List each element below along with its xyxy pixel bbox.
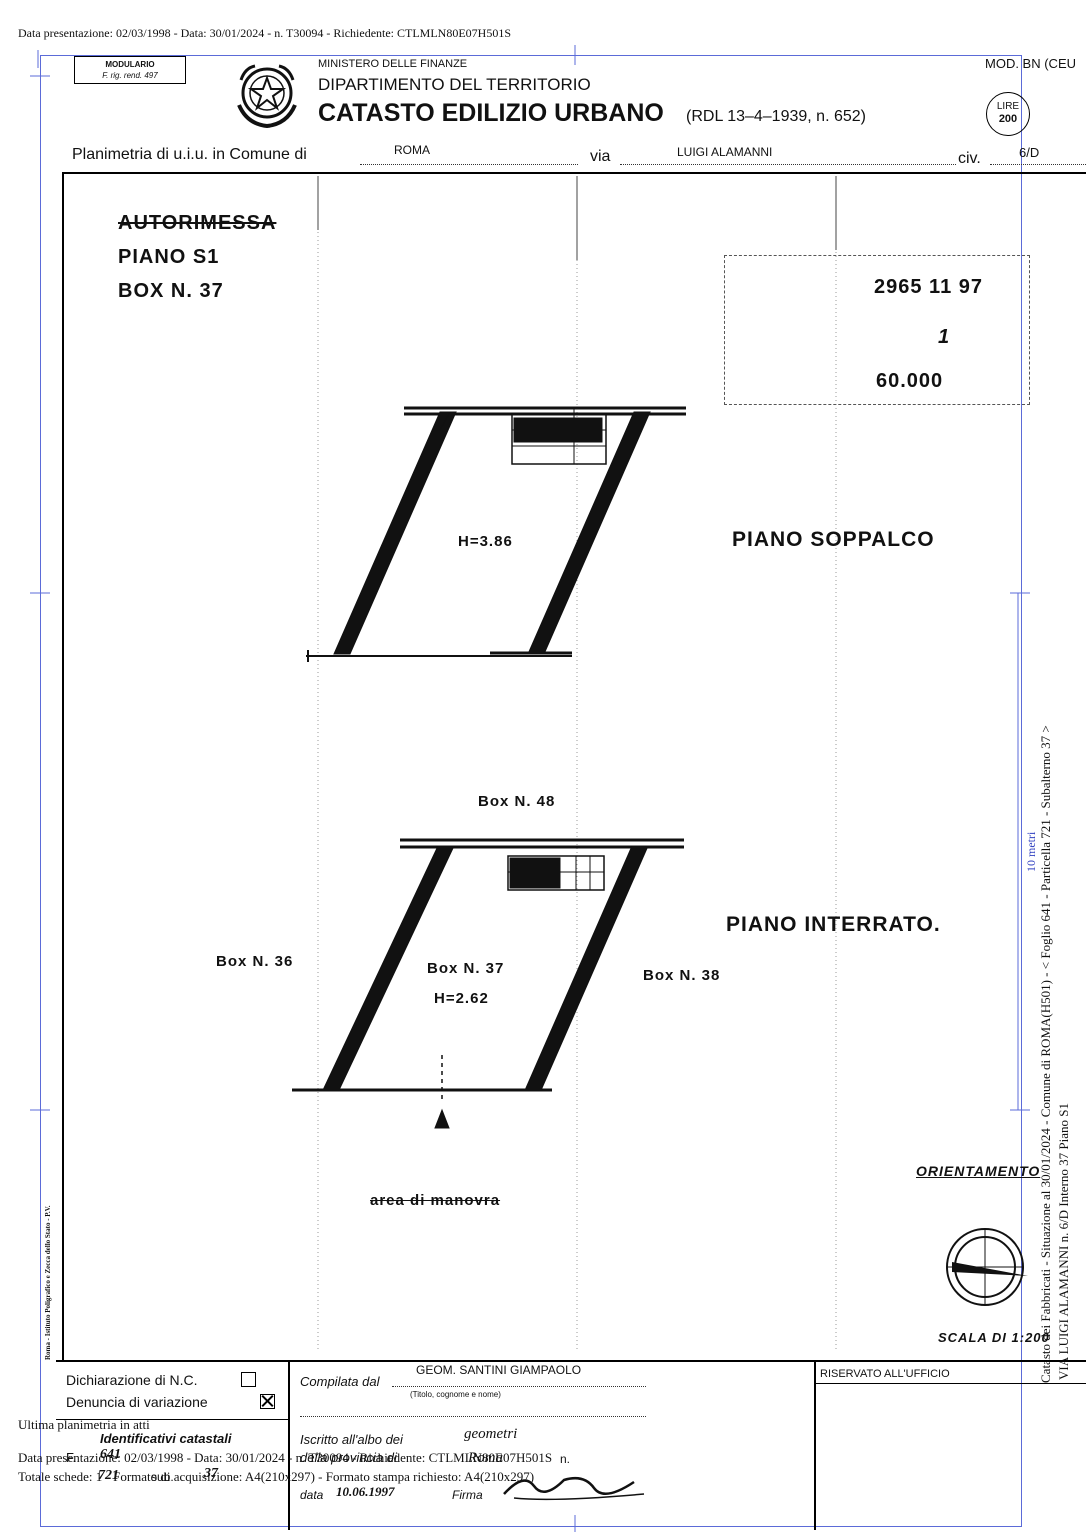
particella-value: 721: [98, 1468, 119, 1483]
civ-label: civ.: [958, 150, 981, 167]
soppalco-floorplan: [306, 406, 686, 662]
data-value: 10.06.1997: [336, 1484, 395, 1499]
overlay-line-2: Totale schede: 1 - Formato di acquisizio…: [18, 1469, 535, 1484]
compilata-value: GEOM. SANTINI GIAMPAOLO: [416, 1363, 582, 1377]
data-label: data: [300, 1488, 324, 1502]
stamp-row-count: 1: [938, 326, 951, 348]
manovra-label: area di manovra: [370, 1192, 501, 1209]
side-caption-line1: Catasto dei Fabbricati - Situazione al 3…: [1038, 725, 1053, 1383]
n-label: n.: [560, 1452, 571, 1466]
compass-icon: [946, 1228, 1028, 1306]
iscritto-value: geometri: [464, 1426, 518, 1442]
modulario-title: MODULARIO: [105, 60, 155, 69]
footer-left-rule: [56, 1419, 288, 1420]
stamp-row-amount: 60.000: [876, 370, 944, 392]
modulario-box: MODULARIO F. rig. rend. 497: [74, 56, 186, 84]
department-label: DIPARTIMENTO DEL TERRITORIO: [318, 75, 591, 94]
civ-dots: [990, 164, 1086, 165]
firma-label: Firma: [452, 1488, 483, 1502]
box-37-label: Box N. 37: [427, 960, 505, 977]
law-reference: (RDL 13–4–1939, n. 652): [686, 108, 866, 125]
modulario-subtitle: F. rig. rend. 497: [102, 71, 158, 80]
stamp-value: 200: [998, 113, 1018, 125]
riservato-label: RISERVATO ALL'UFFICIO: [820, 1368, 950, 1380]
soppalco-height: H=3.86: [458, 533, 513, 550]
scala-label: SCALA DI 1:200: [938, 1330, 1050, 1345]
provincia-value: Roma: [468, 1450, 503, 1466]
side-caption-line2: VIA LUIGI ALAMANNI n. 6/D Interno 37 Pia…: [1056, 1103, 1071, 1380]
stamp-currency: LIRE: [996, 101, 1020, 112]
footer-divider-1: [288, 1360, 290, 1530]
via-label: via: [590, 148, 611, 165]
provincia-label: della provincia di: [300, 1450, 397, 1465]
civ-value: 6/D: [1019, 145, 1040, 160]
page-frame: [40, 55, 1022, 1527]
signature-icon: [503, 1477, 645, 1501]
soppalco-label: PIANO SOPPALCO: [732, 528, 935, 551]
comune-dots: [360, 164, 578, 165]
ultima-planimetria-label: Ultima planimetria in atti: [18, 1417, 150, 1432]
planimetria-label: Planimetria di u.i.u. in Comune di: [72, 146, 307, 163]
interrato-height: H=2.62: [434, 990, 489, 1007]
dichiarazione-label: Dichiarazione di N.C.: [66, 1372, 198, 1388]
drawing-title-line3: BOX N. 37: [118, 280, 224, 302]
scale-bar-label: 10 metri: [1024, 831, 1038, 872]
denuncia-label: Denuncia di variazione: [66, 1394, 208, 1410]
drawing-title-line2: PIANO S1: [118, 246, 220, 268]
box-38-label: Box N. 38: [643, 967, 721, 984]
printer-credit: Roma - Istituto Poligrafico e Zecca dell…: [44, 1205, 52, 1360]
orientamento-label: ORIENTAMENTO: [916, 1163, 1041, 1179]
sub-label: sub.: [151, 1470, 174, 1484]
via-dots: [620, 164, 956, 165]
via-value: LUIGI ALAMANNI: [677, 145, 773, 159]
dichiarazione-checkbox[interactable]: [241, 1372, 256, 1388]
page-title: CATASTO EDILIZIO URBANO: [318, 99, 664, 127]
box-48-label: Box N. 48: [478, 793, 556, 810]
denuncia-checkbox[interactable]: [260, 1394, 276, 1410]
submission-info-line: Data presentazione: 02/03/1998 - Data: 3…: [18, 26, 512, 40]
blank-dots: [300, 1416, 646, 1417]
republic-emblem-icon: [237, 64, 297, 129]
foglio-label: F.: [66, 1450, 77, 1465]
identificativi-label: Identificativi catastali: [100, 1431, 232, 1446]
interrato-label: PIANO INTERRATO.: [726, 913, 941, 936]
footer-top-rule: [56, 1360, 1086, 1362]
interrato-floorplan: [292, 838, 684, 1129]
iscritto-label: Iscritto all'albo dei: [300, 1432, 403, 1447]
footer-right-rule: [814, 1383, 1086, 1384]
box-36-label: Box N. 36: [216, 953, 294, 970]
overlay-line-1: Data presentazione: 02/03/1998 - Data: 3…: [18, 1450, 553, 1465]
footer-divider-2: [814, 1360, 816, 1530]
compilata-label: Compilata dal: [300, 1374, 380, 1389]
drawing-frame: [62, 172, 1086, 1360]
ministry-label: MINISTERO DELLE FINANZE: [318, 58, 468, 70]
compilata-dots: [392, 1386, 646, 1387]
sub-value: 37: [204, 1466, 218, 1481]
office-stamp-box: [724, 255, 1030, 405]
foglio-value: 641: [100, 1447, 121, 1462]
drawing-title-line1: AUTORIMESSA: [118, 212, 277, 234]
titolo-caption: (Titolo, cognome e nome): [410, 1390, 501, 1399]
comune-value: ROMA: [394, 143, 430, 157]
revenue-stamp: LIRE 200: [986, 92, 1030, 136]
model-code: MOD. BN (CEU: [985, 56, 1076, 71]
stamp-row-protocol: 2965 11 97: [874, 276, 983, 298]
